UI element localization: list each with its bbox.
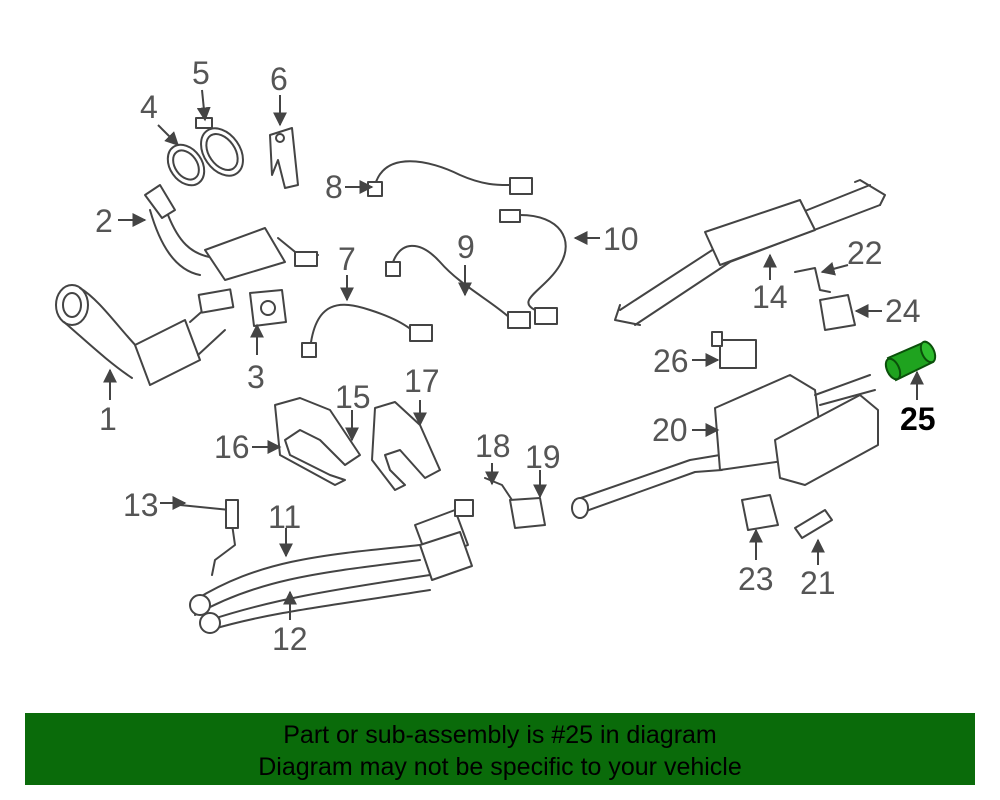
callout-3: 3	[247, 359, 265, 395]
callout-9: 9	[457, 229, 475, 265]
callout-26: 26	[653, 343, 689, 379]
part-13-hanger[interactable]	[179, 499, 239, 576]
callout-18: 18	[475, 428, 511, 464]
part-info-banner: Part or sub-assembly is #25 in diagram D…	[25, 713, 975, 785]
callout-25-highlighted: 25	[900, 401, 936, 437]
callout-23: 23	[738, 561, 774, 597]
part-14-center-muffler[interactable]	[614, 179, 886, 326]
callout-1: 1	[99, 401, 117, 437]
part-25-tailpipe-tip[interactable]	[883, 339, 938, 382]
callout-11: 11	[268, 499, 301, 535]
callout-20: 20	[652, 412, 688, 448]
callout-10: 10	[603, 221, 639, 257]
part-5-clamp[interactable]	[192, 117, 251, 184]
callout-21: 21	[800, 565, 836, 601]
callout-16: 16	[214, 429, 250, 465]
callout-7: 7	[338, 241, 356, 277]
part-4-seal-ring[interactable]	[160, 138, 211, 192]
callout-8: 8	[325, 169, 343, 205]
part-18-19-mounts[interactable]	[484, 477, 546, 529]
part-26-valve[interactable]	[711, 331, 757, 369]
callout-12: 12	[272, 621, 308, 657]
callout-13: 13	[123, 487, 159, 523]
leader-lines	[103, 89, 924, 620]
callout-2: 2	[95, 203, 113, 239]
callout-5: 5	[192, 55, 210, 91]
banner-line-disclaimer: Diagram may not be specific to your vehi…	[258, 753, 742, 781]
callout-19: 19	[525, 439, 561, 475]
part-22-bracket[interactable]	[794, 267, 831, 293]
part-1-front-pipe[interactable]	[55, 284, 235, 386]
part-20-rear-muffler[interactable]	[571, 374, 879, 519]
callout-14: 14	[752, 279, 788, 315]
callout-4: 4	[140, 89, 158, 125]
callout-15: 15	[335, 379, 371, 415]
part-10-oxygen-sensor[interactable]	[499, 209, 567, 325]
part-24-hanger[interactable]	[819, 294, 856, 331]
callout-17: 17	[404, 363, 440, 399]
part-9-oxygen-sensor[interactable]	[385, 244, 531, 329]
part-6-bracket[interactable]	[269, 127, 299, 189]
part-2-front-pipe-upper[interactable]	[144, 184, 319, 281]
callout-22: 22	[847, 235, 883, 271]
part-3-gasket[interactable]	[249, 289, 287, 327]
callout-6: 6	[270, 61, 288, 97]
callout-24: 24	[885, 293, 921, 329]
part-23-hanger[interactable]	[741, 494, 779, 531]
banner-line-part-number: Part or sub-assembly is #25 in diagram	[283, 721, 717, 749]
part-11-12-intermediate-pipes[interactable]	[189, 499, 474, 634]
part-21-bracket[interactable]	[794, 509, 833, 539]
part-8-oxygen-sensor[interactable]	[367, 160, 533, 197]
part-7-oxygen-sensor[interactable]	[301, 303, 433, 358]
